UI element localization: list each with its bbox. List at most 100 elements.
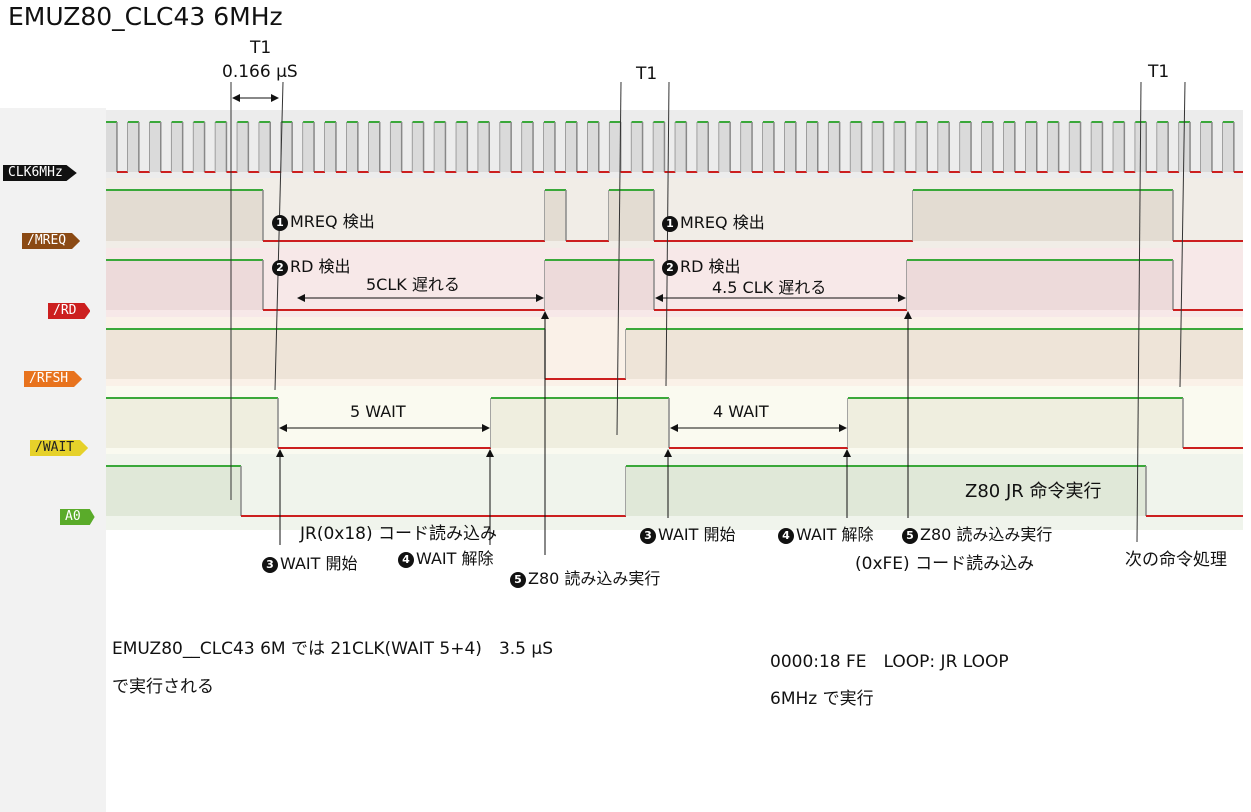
high-level-fill xyxy=(913,190,1173,241)
high-level-fill xyxy=(127,122,139,172)
high-level-fill xyxy=(848,398,1183,448)
note-timing-2: で実行される xyxy=(112,677,214,697)
high-level-fill xyxy=(478,122,490,172)
high-level-fill xyxy=(346,122,358,172)
marker-line xyxy=(1179,81,1186,388)
high-level-fill xyxy=(1222,122,1234,172)
high-level-fill xyxy=(544,122,555,172)
high-level-fill xyxy=(653,122,665,172)
high-level-fill xyxy=(456,122,468,172)
high-level-fill xyxy=(1025,122,1037,172)
high-level-fill xyxy=(171,122,183,172)
high-level-fill xyxy=(106,190,263,241)
marker-line xyxy=(274,81,284,391)
signal-tag-wait: /WAIT xyxy=(30,440,89,456)
marker-line xyxy=(616,81,622,436)
high-level-fill xyxy=(237,122,249,172)
high-level-fill xyxy=(303,122,315,172)
high-level-fill xyxy=(325,122,336,172)
high-level-fill xyxy=(719,122,731,172)
high-level-fill xyxy=(763,122,774,172)
high-level-fill xyxy=(938,122,950,172)
t1-marker-label: T1 xyxy=(636,64,658,84)
signal-tag-mreq: /MREQ xyxy=(22,233,81,249)
high-level-fill xyxy=(784,122,796,172)
high-level-fill xyxy=(894,122,906,172)
high-level-fill xyxy=(281,122,293,172)
high-level-fill xyxy=(1069,122,1081,172)
high-level-fill xyxy=(1201,122,1212,172)
high-level-fill xyxy=(697,122,709,172)
z80-jr-label: Z80 JR 命令実行 xyxy=(965,481,1102,502)
high-level-fill xyxy=(907,260,1173,310)
marker-line xyxy=(1136,81,1142,543)
signal-tag-rd: /RD xyxy=(48,303,91,319)
high-level-fill xyxy=(1047,122,1059,172)
delay-label-2: 4.5 CLK 遅れる xyxy=(712,278,827,297)
high-level-fill xyxy=(1157,122,1169,172)
high-level-fill xyxy=(872,122,884,172)
high-level-fill xyxy=(368,122,380,172)
high-level-fill xyxy=(106,398,278,448)
high-level-fill xyxy=(390,122,402,172)
t1-marker-label: T1 xyxy=(1148,62,1170,82)
high-level-fill xyxy=(106,260,263,310)
high-level-fill xyxy=(609,122,621,172)
high-level-fill xyxy=(806,122,818,172)
delay-label-1: 5CLK 遅れる xyxy=(366,275,460,294)
high-level-fill xyxy=(259,122,271,172)
high-level-fill xyxy=(916,122,928,172)
high-level-fill xyxy=(675,122,687,172)
high-level-fill xyxy=(545,190,566,241)
high-level-fill xyxy=(626,329,1243,379)
high-level-fill xyxy=(434,122,446,172)
diagram-title: EMUZ80_CLC43 6MHz xyxy=(8,2,283,31)
high-level-fill xyxy=(106,329,545,379)
high-level-fill xyxy=(741,122,753,172)
high-level-fill xyxy=(500,122,512,172)
high-level-fill xyxy=(149,122,161,172)
high-level-fill xyxy=(1113,122,1125,172)
high-level-fill xyxy=(982,122,993,172)
high-level-fill xyxy=(215,122,227,172)
high-level-fill xyxy=(1003,122,1015,172)
high-level-fill xyxy=(828,122,840,172)
high-level-fill xyxy=(587,122,599,172)
jr-read-label: JR(0x18) コード読み込み xyxy=(300,524,498,544)
high-level-fill xyxy=(491,398,669,448)
signal-tag-a0: A0 xyxy=(60,509,95,525)
high-level-fill xyxy=(545,260,654,310)
wait-count-2: 4 WAIT xyxy=(713,402,769,421)
high-level-fill xyxy=(626,466,1146,516)
high-level-fill xyxy=(106,122,117,172)
t1-label: T1 xyxy=(250,38,272,58)
next-cmd-label: 次の命令処理 xyxy=(1125,550,1227,570)
signal-tag-clk: CLK6MHz xyxy=(3,165,77,181)
waveforms xyxy=(106,121,1243,517)
note-timing-1: EMUZ80__CLC43 6M では 21CLK(WAIT 5+4) 3.5 … xyxy=(112,639,553,659)
marker-lines xyxy=(230,81,1186,543)
dimension-arrows xyxy=(232,94,912,555)
period-value: 0.166 μS xyxy=(222,62,298,82)
high-level-fill xyxy=(565,122,577,172)
high-level-fill xyxy=(609,190,654,241)
signal-sidebar xyxy=(0,108,106,812)
high-level-fill xyxy=(522,122,534,172)
high-level-fill xyxy=(960,122,972,172)
high-level-fill xyxy=(412,122,424,172)
wait-count-1: 5 WAIT xyxy=(350,402,406,421)
high-level-fill xyxy=(1179,122,1191,172)
note-code-2: 6MHz で実行 xyxy=(770,689,874,709)
high-level-fill xyxy=(631,122,643,172)
high-level-fill xyxy=(1091,122,1103,172)
